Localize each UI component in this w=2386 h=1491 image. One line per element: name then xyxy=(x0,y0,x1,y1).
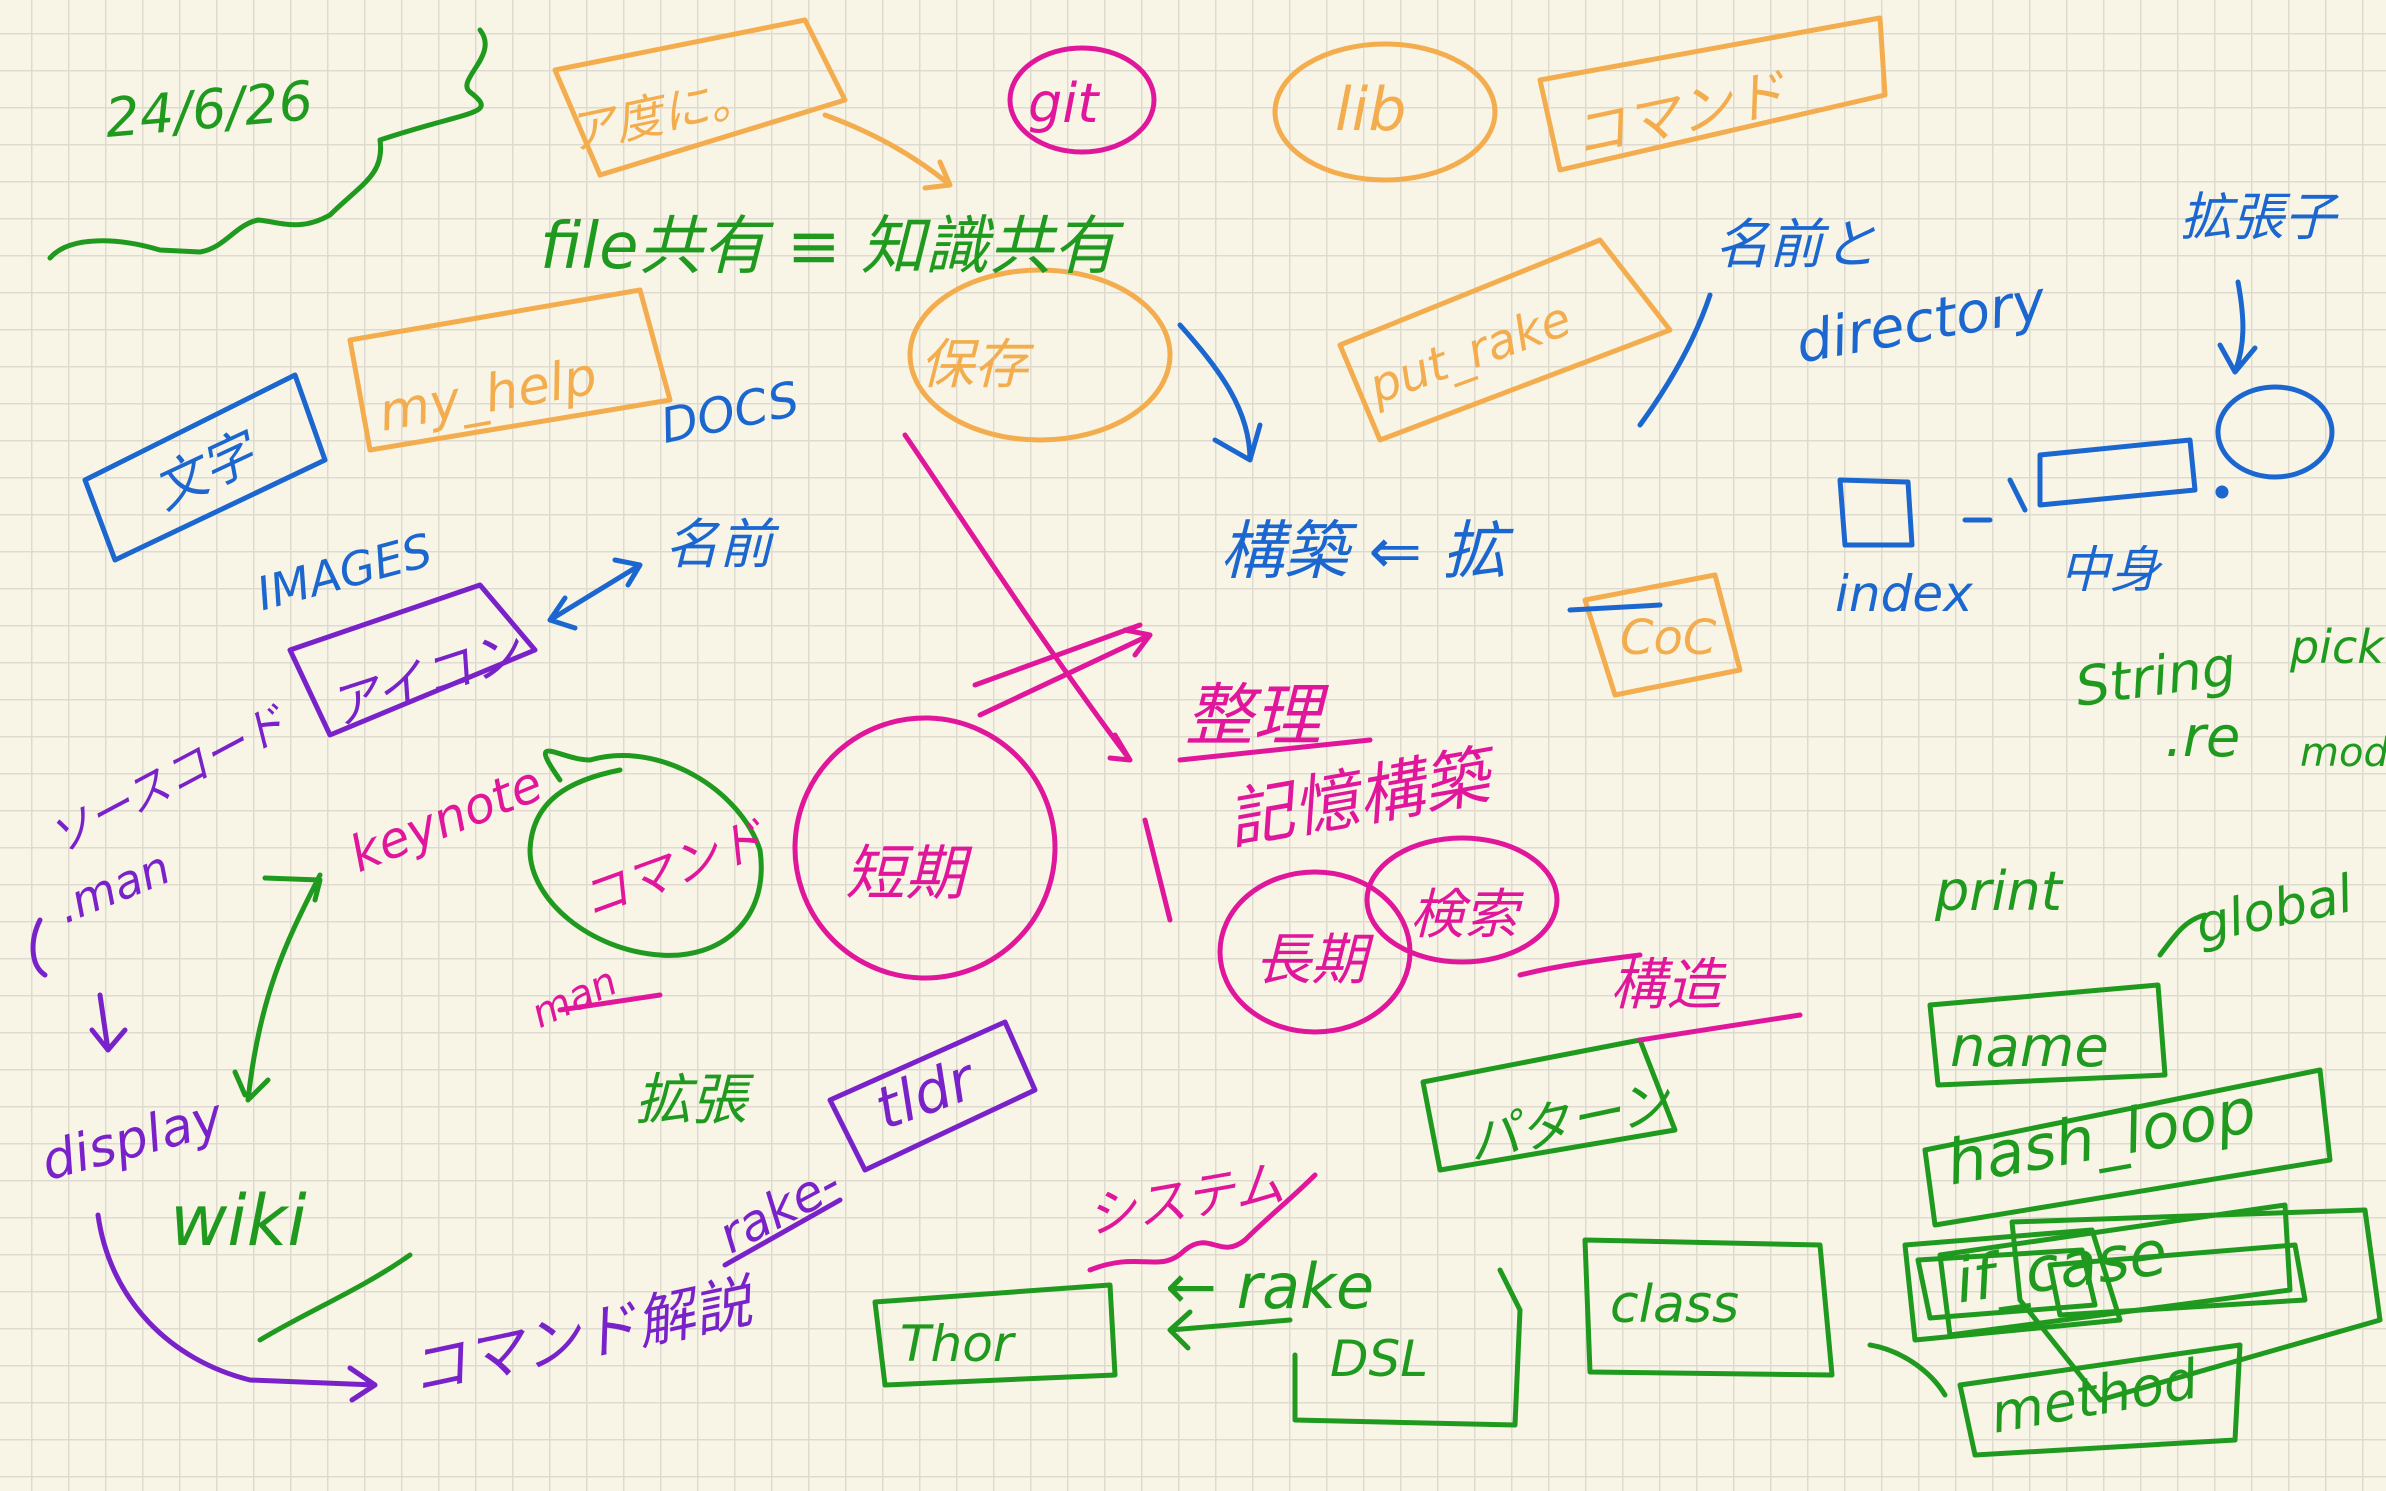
kakuchoushi-label: 拡張子 xyxy=(2180,188,2337,248)
print-box xyxy=(1902,1227,2123,1343)
purple-strokes xyxy=(30,582,1038,1403)
hozon-oval xyxy=(907,267,1173,443)
string-inner-box xyxy=(2047,1242,2308,1318)
kakucho-underline xyxy=(1567,602,1663,613)
magenta-strokes xyxy=(557,45,1803,1273)
wiki-underline xyxy=(257,1252,413,1343)
print-inner-box xyxy=(1915,1247,2098,1321)
kouchiku-label: 構築 ⇐ 拡 xyxy=(1220,515,1507,589)
kakuchoushi-arrow xyxy=(2217,279,2258,375)
icon-box xyxy=(287,582,538,738)
blue-strokes xyxy=(82,279,2335,631)
orange-strokes xyxy=(347,15,1888,698)
kouzou-underline xyxy=(1637,1012,1803,1043)
kensaku-oval xyxy=(1364,835,1560,965)
if-case-box xyxy=(1937,1202,2293,1338)
put-rake-box xyxy=(1337,237,1673,443)
index-link xyxy=(1962,477,2028,523)
name-label: name xyxy=(1950,1015,2109,1080)
coc-label: CoC xyxy=(1620,610,1717,666)
name-box xyxy=(1927,982,2168,1088)
coc-box xyxy=(1582,572,1743,698)
command-box xyxy=(1537,15,1888,173)
command-circle xyxy=(527,748,764,958)
seiri-label: 整理 xyxy=(1185,677,1322,756)
re-label: .re xyxy=(2165,705,2241,770)
kakuchou-label: 拡張 xyxy=(635,1068,747,1133)
file-sharing-label: file共有 ≡ 知識共有 xyxy=(540,210,1117,284)
chuukan-box xyxy=(2037,437,2198,508)
seiri-arrow xyxy=(972,622,1153,718)
man-bracket xyxy=(30,917,48,978)
kore-do-arrow xyxy=(822,112,953,191)
class-to-method-connector xyxy=(1867,1342,1948,1398)
kensaku-kouzou-line xyxy=(1517,952,1643,978)
dsl-label: DSL xyxy=(1330,1330,1429,1388)
tanki-label: 短期 xyxy=(845,839,965,909)
line-down xyxy=(1142,817,1173,923)
namae-connector xyxy=(1637,292,1713,428)
rake-underline xyxy=(722,1197,843,1268)
pattern-box xyxy=(1420,1037,1678,1173)
hozon-label: 保存 xyxy=(920,333,1028,396)
source-to-display-arrow xyxy=(89,992,128,1053)
kore-do-box xyxy=(552,17,848,178)
moji-box xyxy=(82,372,328,563)
mod-label: mod xyxy=(2300,730,2386,776)
index-box xyxy=(1837,477,1915,548)
wiki-label: wiki xyxy=(170,1180,307,1262)
name-global-connector xyxy=(2157,912,2208,958)
green-strokes xyxy=(47,27,2383,1458)
rake-label: ← rake xyxy=(1165,1250,1375,1323)
index-label: index xyxy=(1835,565,1973,623)
extension-circle xyxy=(2215,384,2335,480)
hash-box xyxy=(1922,1067,2333,1228)
keynote-wiki-arrow xyxy=(232,872,323,1103)
dot xyxy=(2215,485,2229,499)
icon-name-arrow xyxy=(547,557,643,631)
lib-label: lib xyxy=(1335,75,1407,145)
lib-oval xyxy=(1272,41,1498,183)
display-wiki-arrow xyxy=(95,1212,378,1403)
namae-to-label: 名前と xyxy=(1715,213,1877,276)
my-help-box xyxy=(347,287,673,453)
chouki-label: 長期 xyxy=(1255,928,1367,993)
tanki-oval xyxy=(792,715,1058,981)
git-label: git xyxy=(1028,72,1099,135)
pick-label: pick xyxy=(2290,620,2384,674)
man-underline xyxy=(557,992,663,1013)
date-bracket xyxy=(47,27,488,261)
thor-box xyxy=(872,1282,1118,1388)
class-label: class xyxy=(1610,1275,1740,1335)
git-oval xyxy=(1007,45,1157,155)
dsl-box xyxy=(1292,1267,1523,1428)
class-box xyxy=(1582,1237,1835,1378)
tanki-arrow xyxy=(902,432,1133,763)
tldr-box xyxy=(827,1019,1038,1173)
thor-label: Thor xyxy=(900,1315,1014,1373)
method-box xyxy=(1957,1342,2243,1458)
namae-label: 名前 xyxy=(665,513,773,576)
hozon-kouchiku-arrow xyxy=(1177,322,1263,463)
seiri-underline xyxy=(1177,737,1373,763)
rake-arrow xyxy=(1167,1309,1293,1351)
kensaku-label: 検索 xyxy=(1410,883,1518,946)
system-squiggle xyxy=(1087,1172,1318,1273)
chuukan-label: 中身 xyxy=(2060,541,2160,599)
kouzou-label: 構造 xyxy=(1610,953,1722,1018)
print-label: print xyxy=(1935,860,2062,923)
